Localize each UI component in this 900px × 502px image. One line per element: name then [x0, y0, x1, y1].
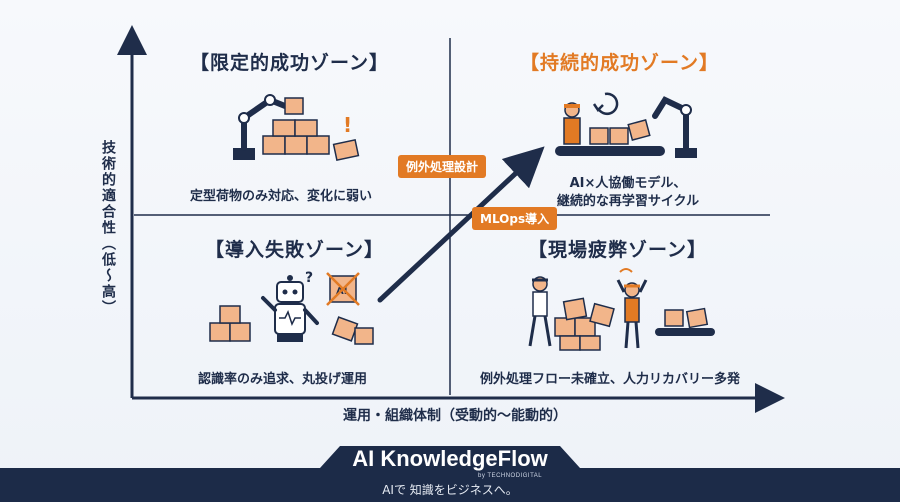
human-robot-collab-illustration [555, 92, 697, 158]
footer-banner [0, 446, 900, 502]
robot-arm-boxes-illustration: ! [233, 94, 360, 162]
tag-exception-design: 例外処理設計 [398, 155, 487, 178]
quadrant-caption-adoption-failure: 認識率のみ追求、丸投げ運用 [198, 372, 368, 387]
quadrant-title-limited-success: 【限定的成功ゾーン】 [190, 52, 390, 74]
y-axis-label: 技術的適合性（低〜高） [100, 140, 116, 316]
quadrant-caption-field-exhaustion: 例外処理フロー未確立、人力リカバリー多発 [480, 372, 741, 387]
quadrant-caption-sustained-success-2: 継続的な再学習サイクル [556, 194, 700, 209]
quadrant-caption-limited-success: 定型荷物のみ対応、変化に弱い [190, 189, 373, 204]
quadrant-title-sustained-success: 【持続的成功ゾーン】 [520, 52, 720, 74]
quadrant-title-field-exhaustion: 【現場疲弊ゾーン】 [528, 239, 708, 261]
tag-mlops: MLOps導入 [472, 207, 558, 230]
brand-logo-text: AI KnowledgeFlow [352, 446, 548, 471]
exhausted-workers-illustration [528, 268, 715, 351]
x-axis-label: 運用・組織体制（受動的〜能動的） [343, 408, 567, 424]
quadrant-title-adoption-failure: 【導入失敗ゾーン】 [205, 239, 385, 261]
brand-tagline: AIで 知識をビジネスへ。 [382, 483, 518, 497]
svg-text:!: ! [343, 113, 352, 137]
question-mark: ? [305, 270, 313, 286]
brand-byline: by TECHNODIGITAL [478, 473, 543, 479]
confused-robot-illustration: ? AI [209, 270, 374, 345]
progress-arrow [377, 146, 545, 303]
quadrant-caption-sustained-success-1: AI×人協働モデル、 [569, 176, 687, 191]
